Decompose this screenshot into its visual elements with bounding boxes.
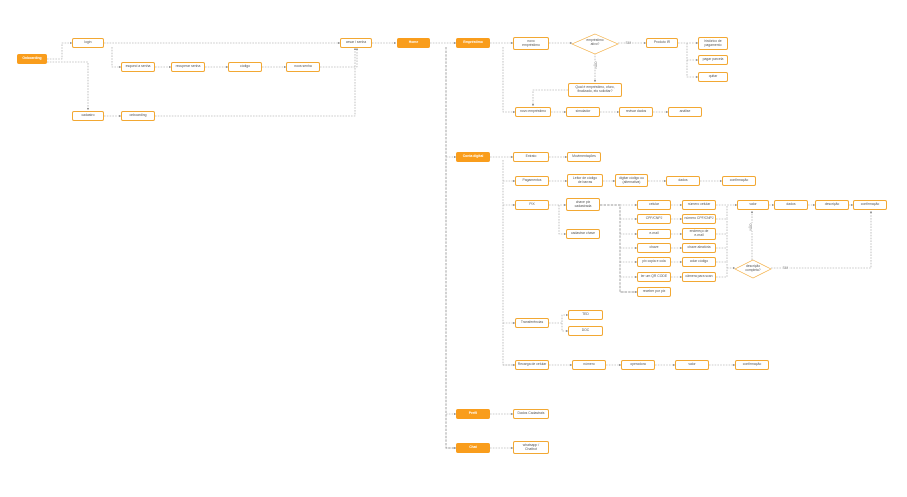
node-camera-qr[interactable]: câmera para scan bbox=[682, 272, 716, 282]
node-cadastro[interactable]: cadastro bbox=[72, 111, 104, 121]
node-valor-pix[interactable]: valor bbox=[737, 200, 769, 210]
node-descricao-pix[interactable]: descrição bbox=[815, 200, 849, 210]
node-pagamentos[interactable]: Pagamentos bbox=[515, 176, 549, 186]
node-email[interactable]: e-mail bbox=[637, 229, 671, 239]
node-codigo[interactable]: código bbox=[228, 62, 262, 72]
node-chave-pix[interactable]: chave pix cadastrada bbox=[566, 198, 600, 211]
decision-emprestimo-ativo-label: empréstimo ativo? bbox=[586, 38, 604, 46]
edge-label-nao-2: NÃO bbox=[748, 223, 753, 231]
node-digitar-codigo[interactable]: digitar código ou (alternativa) bbox=[615, 174, 648, 187]
node-revisar-dados[interactable]: revisar dados bbox=[619, 107, 653, 117]
node-confirmacao-pix[interactable]: confirmação bbox=[853, 200, 887, 210]
node-chave-aleatoria[interactable]: chave aleatória bbox=[682, 243, 716, 253]
edge-label-nao: NÃO bbox=[593, 61, 598, 69]
decision-descricao-completa bbox=[734, 259, 772, 279]
node-conta-digital[interactable]: Conta digital bbox=[456, 152, 490, 162]
node-emprestimo[interactable]: Empréstimo bbox=[456, 38, 490, 48]
node-chave[interactable]: chave bbox=[637, 243, 671, 253]
decision-descricao-completa-label: descrição completa? bbox=[745, 264, 761, 272]
node-esqueci-senha[interactable]: esqueci a senha bbox=[121, 62, 155, 72]
node-dados-cadastrais[interactable]: Dados Cadastrais bbox=[513, 409, 549, 419]
node-historico-pagamento[interactable]: histórico de pagamento bbox=[698, 37, 728, 50]
node-doc[interactable]: DOC bbox=[568, 326, 603, 336]
node-numero-celular[interactable]: número celular bbox=[682, 200, 716, 210]
node-whatsapp-chatbot[interactable]: whatsapp / Chatbot bbox=[513, 441, 549, 454]
node-recarga-celular[interactable]: Recarga de celular bbox=[515, 360, 549, 370]
node-home[interactable]: Home bbox=[397, 38, 430, 48]
node-dados-pix[interactable]: dados bbox=[774, 200, 808, 210]
node-ted[interactable]: TED bbox=[568, 310, 603, 320]
edge-label-sim-2: SIM bbox=[782, 266, 789, 270]
node-cadastrar-chave[interactable]: cadastrar chave bbox=[566, 229, 600, 239]
node-quitar[interactable]: quitar bbox=[698, 72, 728, 82]
node-leitor-codigo[interactable]: Leitor de código de barras bbox=[567, 174, 603, 187]
node-ler-qr-code[interactable]: ler um QR CODE bbox=[637, 272, 671, 282]
node-extrato[interactable]: Extrato bbox=[513, 152, 549, 162]
node-pix[interactable]: PIX bbox=[515, 200, 549, 210]
decision-diamonds bbox=[571, 33, 772, 279]
node-login[interactable]: login bbox=[72, 38, 104, 48]
node-recuperar-senha[interactable]: recuperar senha bbox=[171, 62, 205, 72]
node-novo-emprestimo[interactable]: novo empréstimo bbox=[513, 37, 549, 50]
node-operadora[interactable]: operadora bbox=[621, 360, 655, 370]
node-confirmacao-pagamento[interactable]: confirmação bbox=[722, 176, 756, 186]
node-onboarding-sub[interactable]: onboarding bbox=[121, 111, 155, 121]
node-transferencias[interactable]: Transferências bbox=[515, 318, 549, 328]
node-simulador[interactable]: simulador bbox=[566, 107, 600, 117]
node-produto-ir[interactable]: Produto IR bbox=[646, 38, 678, 48]
node-perfil[interactable]: Perfil bbox=[456, 409, 490, 419]
node-cesar-senha[interactable]: cesar / senha bbox=[340, 38, 372, 48]
node-novo-emprestimo-2[interactable]: novo empréstimo bbox=[515, 107, 551, 117]
node-valor-recarga[interactable]: valor bbox=[675, 360, 709, 370]
node-analise[interactable]: análise bbox=[668, 107, 702, 117]
node-cpf-cnpj[interactable]: CPF/CNPJ bbox=[637, 214, 671, 224]
connector-lines bbox=[47, 41, 873, 450]
node-celular[interactable]: celular bbox=[637, 200, 671, 210]
node-pix-copia-cola[interactable]: pix copia e cola bbox=[637, 257, 671, 267]
node-pagar-parcela[interactable]: pagar parcela bbox=[698, 55, 728, 65]
node-receber-pix[interactable]: receber por pix bbox=[637, 287, 671, 297]
node-confirmacao-recarga[interactable]: confirmação bbox=[735, 360, 769, 370]
node-onboarding[interactable]: Onboarding bbox=[17, 54, 47, 64]
node-dados-pagamento[interactable]: dados bbox=[666, 176, 700, 186]
node-nova-senha[interactable]: nova senha bbox=[286, 62, 320, 72]
node-colar-codigo[interactable]: colar código bbox=[682, 257, 716, 267]
decision-emprestimo-ativo bbox=[571, 33, 619, 55]
node-endereco-email[interactable]: endereço de e-mail bbox=[682, 228, 716, 240]
edge-label-sim: SIM bbox=[625, 41, 632, 45]
node-chat[interactable]: Chat bbox=[456, 443, 490, 453]
node-numero[interactable]: número bbox=[572, 360, 606, 370]
node-qual-emprestimo[interactable]: Qual é empréstimo, ofuro, finalizado, el… bbox=[568, 83, 622, 97]
node-numero-cpf[interactable]: número CPF/CNPJ bbox=[682, 214, 716, 224]
node-movimentacoes[interactable]: Movimentações bbox=[567, 152, 601, 162]
